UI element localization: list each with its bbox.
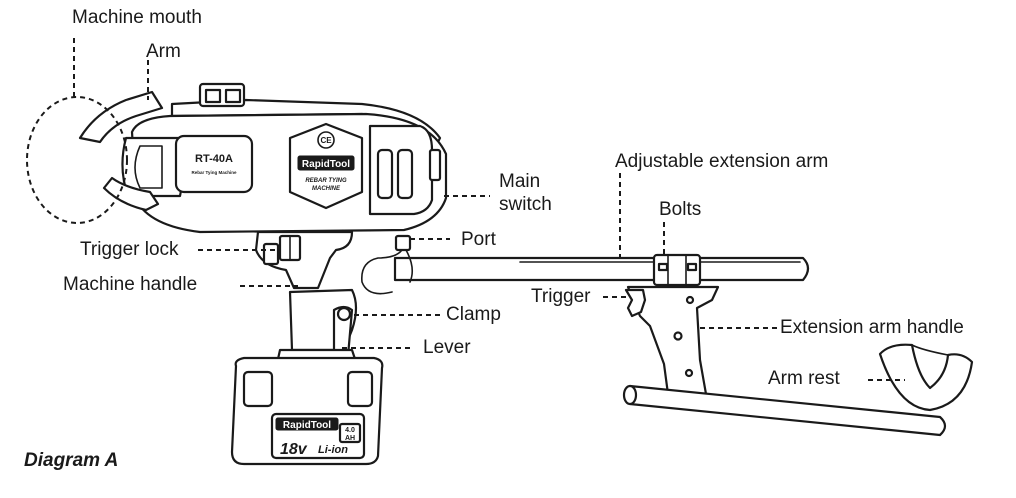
label-machine-handle: Machine handle [63,274,197,295]
label-main-switch-line1: Main [499,171,540,192]
machine-arm [78,90,164,144]
label-port: Port [461,229,497,250]
battery-brand: RapidTool [283,420,331,431]
model-label: RT-40A [195,153,233,165]
label-machine-mouth: Machine mouth [72,7,202,28]
label-main-switch-line2: switch [499,194,552,215]
label-trigger: Trigger [531,286,591,307]
main-switch [428,148,442,182]
port [394,234,412,252]
extension-arm-tube [393,256,810,282]
label-bolts: Bolts [659,199,701,220]
machine-mouth-outline [26,96,128,224]
extension-arm-assembly [393,253,974,437]
arm-rest [878,343,974,412]
brand-logo: RapidTool [302,159,350,170]
label-trigger-lock: Trigger lock [80,239,179,260]
rebar-tying-machine: RT-40A Rebar Tying Machine CE RapidTool … [78,82,448,466]
ce-mark: CE [320,136,332,145]
label-extension-arm-handle: Extension arm handle [780,317,964,338]
leader-lines [73,38,905,381]
labels: Machine mouth Arm Main switch Trigger lo… [24,7,964,471]
battery-capacity-unit: AH [345,435,355,442]
battery-voltage: 18v [280,441,308,458]
extension-trigger [624,288,647,318]
diagram-caption: Diagram A [24,450,118,471]
battery-chemistry: Li-ion [318,444,348,456]
label-adjustable-extension-arm: Adjustable extension arm [615,151,828,172]
label-lever: Lever [423,337,471,358]
label-clamp: Clamp [446,304,501,325]
lever [332,305,354,362]
battery-capacity-value: 4.0 [345,427,355,434]
machine-type-line2: MACHINE [312,186,341,192]
machine-type-line1: REBAR TYING [305,178,347,184]
label-arm: Arm [146,41,181,62]
model-sub-label: Rebar Tying Machine [192,170,237,175]
label-arm-rest: Arm rest [768,368,841,389]
extension-bottom-rod [624,384,947,437]
